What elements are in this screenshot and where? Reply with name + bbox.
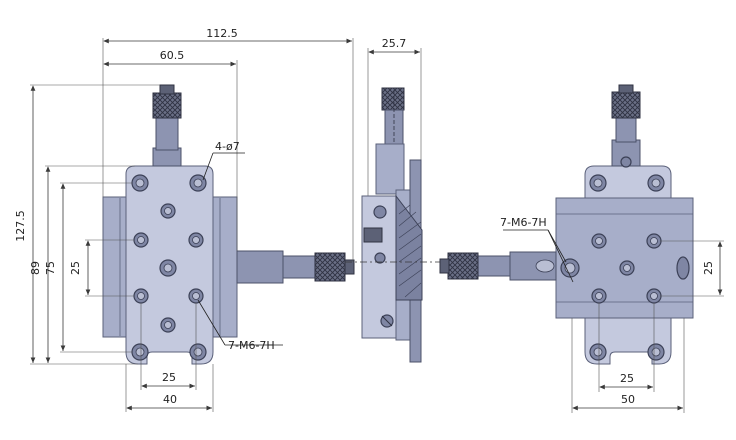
front-dimensions: 112.5 60.5 127.5 89 75 25 25 40 [14, 27, 354, 412]
callout-bore-holes: 4-ø7 [215, 140, 240, 153]
dim-bottom-25-left: 25 [162, 371, 176, 384]
front-top-micrometer-base [152, 147, 182, 167]
rear-top-knob-cap [618, 84, 634, 94]
dim-bottom-25-right: 25 [620, 372, 634, 385]
rear-top-knurl-knob [611, 91, 641, 119]
front-side-micrometer-base [236, 250, 284, 284]
dim-half-width: 60.5 [160, 49, 185, 62]
rear-top-micrometer-sleeve [615, 117, 637, 143]
dim-height-89: 89 [29, 261, 42, 275]
front-top-knob-cap [159, 84, 175, 95]
side-view: 25.7 [345, 37, 440, 363]
dim-bottom-40: 40 [163, 393, 177, 406]
front-top-knurl-knob [152, 92, 182, 119]
rear-side-knurl-knob [447, 252, 479, 280]
dim-side-thickness: 25.7 [382, 37, 407, 50]
rear-side-knob-cap [439, 258, 450, 274]
rear-holes [560, 174, 690, 361]
front-side-knob-cap [344, 259, 355, 275]
dim-total-width: 112.5 [206, 27, 238, 40]
front-view [102, 84, 355, 365]
dim-total-height: 127.5 [14, 210, 27, 242]
side-upper-block [375, 143, 405, 195]
side-top-knurl [381, 87, 405, 111]
dim-bottom-50: 50 [621, 393, 635, 406]
rear-side-micrometer-sleeve [477, 255, 511, 277]
callout-thread-left: 7-M6-7H [228, 339, 275, 352]
front-side-micrometer-sleeve [282, 255, 316, 279]
dim-right-25: 25 [702, 261, 715, 275]
front-top-micrometer-sleeve [155, 117, 179, 151]
rear-view [439, 84, 694, 365]
rear-main-plate [555, 197, 694, 319]
dim-pitch-25-left: 25 [69, 261, 82, 275]
callout-thread-right: 7-M6-7H [500, 216, 547, 229]
front-side-knurl-knob [314, 252, 346, 282]
dim-height-75: 75 [44, 261, 57, 275]
rear-dimensions: 25 25 50 7-M6-7H [500, 216, 724, 413]
